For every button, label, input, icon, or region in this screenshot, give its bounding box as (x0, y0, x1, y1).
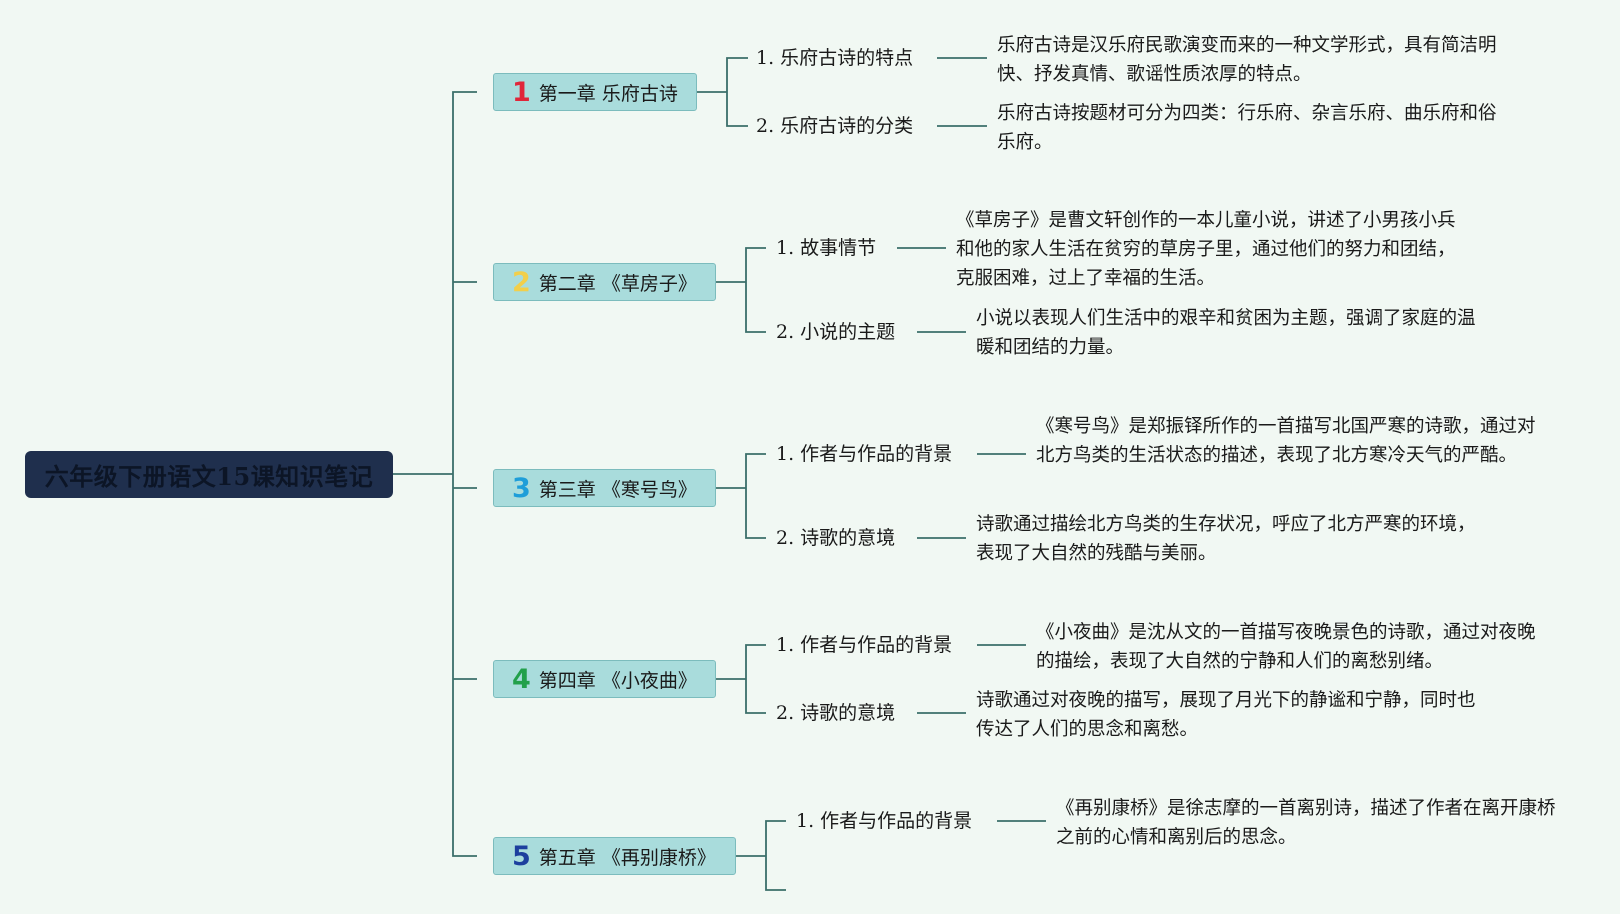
chapter-number-badge: 1 (512, 76, 531, 108)
topic-node[interactable]: 2. 小说的主题 (776, 321, 896, 343)
topic-description: 诗歌通过对夜晚的描写，展现了月光下的静谧和宁静，同时也传达了人们的思念和离愁。 (976, 690, 1476, 740)
root-node[interactable]: 六年级下册语文15课知识笔记 (25, 451, 393, 498)
chapter-label: 第二章 《草房子》 (538, 272, 697, 295)
chapter-label: 第四章 《小夜曲》 (538, 669, 697, 692)
topic-node[interactable]: 1. 作者与作品的背景 (796, 810, 973, 832)
topic-description: 《小夜曲》是沈从文的一首描写夜晚景色的诗歌，通过对夜晚的描绘，表现了大自然的宁静… (1036, 622, 1536, 672)
topic-description: 小说以表现人们生活中的艰辛和贫困为主题，强调了家庭的温暖和团结的力量。 (976, 308, 1476, 358)
root-title: 六年级下册语文15课知识笔记 (44, 462, 374, 491)
topic-node[interactable]: 1. 乐府古诗的特点 (756, 47, 914, 69)
chapter-1-node[interactable]: 1 第一章 乐府古诗 (493, 73, 697, 111)
topic-description: 诗歌通过描绘北方鸟类的生存状况，呼应了北方严寒的环境，表现了大自然的残酷与美丽。 (976, 514, 1476, 564)
chapter-label: 第五章 《再别康桥》 (538, 846, 716, 869)
topic-description: 乐府古诗按题材可分为四类：行乐府、杂言乐府、曲乐府和俗乐府。 (997, 103, 1497, 153)
chapter-number-badge: 2 (512, 266, 531, 298)
topic-node[interactable]: 1. 作者与作品的背景 (776, 634, 953, 656)
chapter-number-badge: 3 (512, 472, 531, 504)
chapter-label: 第三章 《寒号鸟》 (538, 478, 697, 501)
chapter-number-badge: 4 (512, 663, 531, 695)
topic-node[interactable]: 2. 乐府古诗的分类 (756, 115, 914, 137)
chapter-label: 第一章 乐府古诗 (538, 82, 678, 105)
chapter-4-node[interactable]: 4 第四章 《小夜曲》 (493, 660, 716, 698)
topic-node[interactable]: 2. 诗歌的意境 (776, 527, 896, 549)
topic-description: 乐府古诗是汉乐府民歌演变而来的一种文学形式，具有简洁明快、抒发真情、歌谣性质浓厚… (997, 35, 1497, 85)
topic-description: 《寒号鸟》是郑振铎所作的一首描写北国严寒的诗歌，通过对北方鸟类的生活状态的描述，… (1036, 416, 1536, 466)
chapter-3-node[interactable]: 3 第三章 《寒号鸟》 (493, 469, 716, 507)
topic-node[interactable]: 1. 作者与作品的背景 (776, 443, 953, 465)
topic-node[interactable]: 1. 故事情节 (776, 237, 877, 259)
topic-description: 《再别康桥》是徐志摩的一首离别诗，描述了作者在离开康桥之前的心情和离别后的思念。 (1056, 798, 1556, 848)
chapter-number-badge: 5 (512, 840, 531, 872)
chapter-2-node[interactable]: 2 第二章 《草房子》 (493, 263, 716, 301)
chapter-5-node[interactable]: 5 第五章 《再别康桥》 (493, 837, 736, 875)
topic-description: 《草房子》是曹文轩创作的一本儿童小说，讲述了小男孩小兵和他的家人生活在贫穷的草房… (956, 210, 1456, 289)
topic-node[interactable]: 2. 诗歌的意境 (776, 702, 896, 724)
